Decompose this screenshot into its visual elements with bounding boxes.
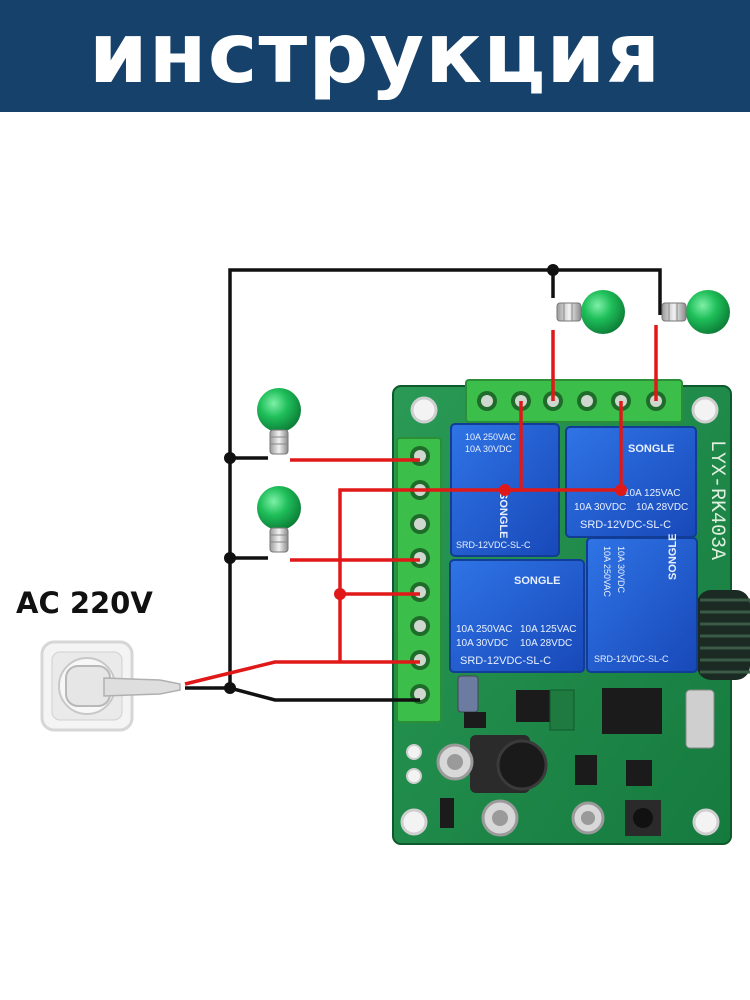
relay-3: SONGLE 10A 250VAC 10A 125VAC 10A 30VDC 1… (449, 559, 585, 673)
terminal-screw (477, 391, 497, 411)
relay-rating: 10A 28VDC (636, 502, 688, 513)
chip (602, 688, 662, 734)
mount-hole (410, 396, 438, 424)
junction-dot (615, 484, 627, 496)
terminal-screw (577, 391, 597, 411)
bulb-icon (257, 486, 301, 553)
terminal-screw (410, 446, 430, 466)
relay-model: SRD-12VDC-SL-C (580, 519, 671, 531)
junction-dot (224, 452, 236, 464)
relay-rating: 10A 250VAC (465, 432, 516, 442)
terminal-block-top (465, 379, 683, 423)
relay-brand: SONGLE (667, 534, 679, 580)
neutral-wire (553, 268, 662, 315)
electronic-components (436, 675, 715, 837)
terminal-screw (410, 650, 430, 670)
mount-hole (406, 768, 422, 784)
wall-socket-icon (40, 640, 181, 732)
board-model-label: LYX-RK403A (705, 440, 728, 560)
relay-rating: 10A 30VDC (465, 444, 513, 454)
junction-dot (224, 552, 236, 564)
mount-hole (400, 808, 428, 836)
junction-dot (224, 682, 236, 694)
junction-dot (547, 264, 559, 276)
live-junction-dots (334, 484, 627, 600)
antenna-coil (697, 590, 750, 680)
bulb-icon (556, 290, 625, 334)
terminal-screw (410, 616, 430, 636)
terminal-screw (410, 548, 430, 568)
banner-title: инструкция (88, 4, 662, 102)
mount-hole (406, 744, 422, 760)
terminal-screw (410, 582, 430, 602)
terminal-block-left (396, 437, 442, 723)
junction-dots (224, 264, 559, 694)
bulb-icon (661, 290, 730, 334)
plug-icon (65, 665, 181, 707)
power-label: AC 220V (16, 586, 153, 620)
title-banner: инструкция (0, 0, 750, 112)
relay-rating: 10A 30VDC (616, 546, 626, 594)
relay-model: SRD-12VDC-SL-C (456, 540, 531, 550)
relay-model: SRD-12VDC-SL-C (460, 655, 551, 667)
relay-rating: 10A 30VDC (456, 638, 508, 649)
chip (626, 760, 652, 786)
neutral-main-wire (228, 268, 555, 688)
live-feed-wire (184, 660, 420, 686)
relay-rating: 10A 250VAC (602, 546, 612, 597)
relay-brand: SONGLE (514, 575, 560, 587)
junction-dot (499, 484, 511, 496)
relay-rating: 10A 250VAC (456, 624, 513, 635)
chip (575, 755, 597, 785)
relay-rating: 10A 125VAC (624, 488, 681, 499)
neutral-feed-wire (185, 686, 420, 702)
mount-hole (691, 396, 719, 424)
neutral-wires (185, 268, 662, 702)
bulb-icon (257, 388, 301, 455)
live-wire (338, 488, 420, 662)
relay-brand: SONGLE (497, 492, 509, 538)
relay-rating: 10A 28VDC (520, 638, 572, 649)
relay-model: SRD-12VDC-SL-C (594, 654, 669, 664)
relay-rating: 10A 30VDC (574, 502, 626, 513)
terminal-screw (410, 514, 430, 534)
crystal (685, 689, 715, 749)
relay-rating: 10A 125VAC (520, 624, 577, 635)
relay-brand: SONGLE (628, 443, 674, 455)
chip (516, 690, 552, 722)
trimmer (457, 675, 479, 713)
junction-dot (334, 588, 346, 600)
relay-2: SONGLE 10A 125VAC 10A 30VDC 10A 28VDC SR… (565, 426, 697, 538)
mount-hole (692, 808, 720, 836)
inductor (496, 739, 548, 791)
relay-4: SONGLE 10A 250VAC 10A 30VDC SRD-12VDC-SL… (586, 534, 698, 673)
